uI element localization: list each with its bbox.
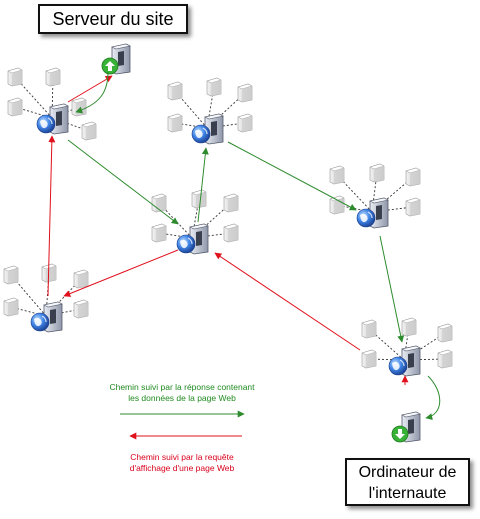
legend-request: Chemin suivi par la requête d'affichage … [87, 452, 277, 474]
router-c [151, 189, 239, 255]
globe-icon [191, 124, 211, 144]
client-label-line2: l'internaute [368, 485, 447, 502]
response-link [197, 147, 209, 223]
computer-icon [151, 193, 167, 213]
computer-icon [437, 323, 453, 343]
server-label: Serveur du site [38, 4, 188, 34]
computer-icon [81, 121, 97, 141]
request-link [63, 249, 179, 297]
response-link [67, 139, 179, 225]
computer-icon [237, 113, 253, 133]
legend-request-line1: Chemin suivi par la requête [130, 452, 234, 462]
response-link [425, 375, 441, 421]
router-b [167, 77, 253, 145]
response-link [227, 141, 357, 211]
router-f [361, 317, 453, 377]
computer-icon [3, 297, 19, 317]
computer-icon [329, 165, 345, 185]
legend-response-line2: les données de la page Web [128, 393, 236, 403]
router-e [3, 263, 89, 333]
computer-icon [45, 67, 61, 87]
globe-icon [30, 312, 50, 332]
globe-icon [36, 114, 56, 134]
server-label-text: Serveur du site [52, 9, 174, 29]
response-link [379, 235, 405, 343]
request-link [47, 135, 56, 297]
computer-icon [73, 269, 89, 289]
computer-icon [167, 113, 183, 133]
computer-icon [151, 223, 167, 243]
response-link [75, 71, 109, 114]
computer-icon [223, 193, 239, 213]
computer-icon [405, 197, 421, 217]
computer-icon [71, 97, 87, 117]
globe-icon [388, 356, 408, 376]
computer-icon [361, 319, 377, 339]
computer-icon [3, 265, 19, 285]
client-computer-icon [391, 411, 421, 443]
nodes-layer [3, 43, 453, 443]
computer-icon [223, 223, 239, 243]
globe-icon [356, 208, 376, 228]
computer-icon [7, 97, 23, 117]
request-link [214, 252, 361, 351]
computer-icon [73, 299, 89, 319]
computer-icon [401, 317, 417, 337]
request-link [67, 75, 113, 103]
links-layer [47, 71, 441, 440]
legend-response-line1: Chemin suivi par la réponse contenant [109, 382, 255, 392]
globe-icon [176, 234, 196, 254]
router-a [7, 67, 97, 141]
computer-icon [237, 83, 253, 103]
computer-icon [7, 67, 23, 87]
computer-icon [405, 167, 421, 187]
client-label: Ordinateur de l'internaute [345, 458, 470, 506]
client-label-line1: Ordinateur de [358, 464, 457, 481]
computer-icon [361, 349, 377, 369]
computer-icon [437, 349, 453, 369]
computer-icon [329, 195, 345, 215]
router-d [329, 163, 421, 229]
legend-request-line2: d'affichage d'une page Web [129, 463, 235, 473]
computer-icon [191, 189, 207, 209]
computer-icon [167, 81, 183, 101]
computer-icon [206, 77, 222, 97]
computer-icon [369, 163, 385, 183]
web-server-icon [101, 43, 131, 75]
legend-response: Chemin suivi par la réponse contenant le… [87, 382, 277, 404]
